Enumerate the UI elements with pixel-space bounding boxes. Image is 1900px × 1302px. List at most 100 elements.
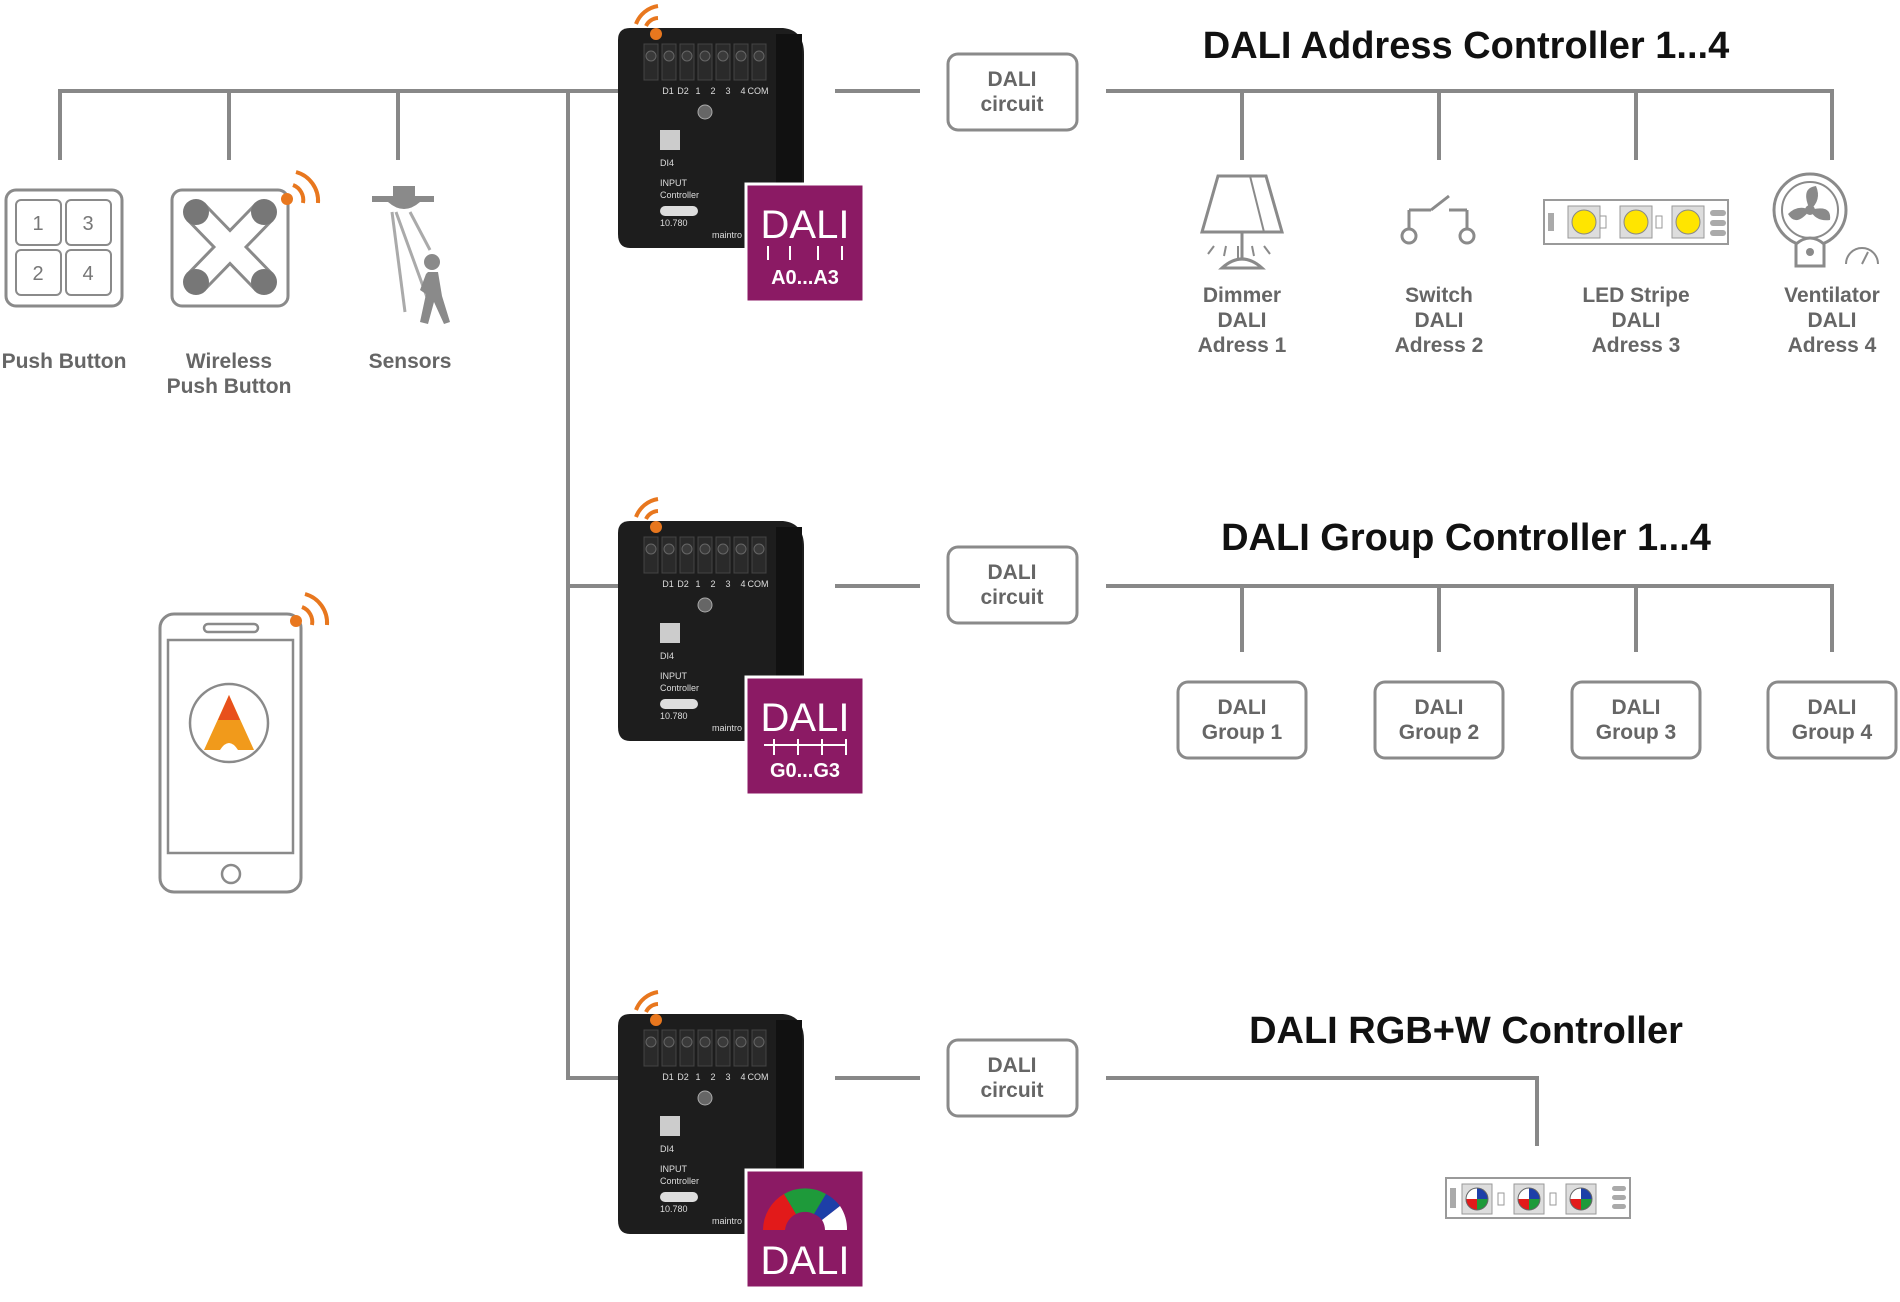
address-output-label-2-line: DALI	[1415, 309, 1464, 332]
port-label: D2	[677, 86, 689, 96]
address-output-label-3-line: DALI	[1612, 309, 1661, 332]
badge-label: DALI	[761, 1239, 850, 1283]
address-output-label-2-line: Adress 2	[1395, 334, 1484, 357]
push-button-icon: 1 3 2 4	[4, 188, 124, 308]
input-label-1: Push Button	[2, 350, 127, 373]
address-output-label-2-line: Switch	[1405, 284, 1473, 307]
group-box-label-line: DALI	[1415, 696, 1464, 719]
dali-badge-address: DALI A0...A3	[744, 182, 866, 304]
module-label: Controller	[660, 683, 699, 693]
smartphone-icon	[158, 592, 330, 894]
port-label: D2	[677, 579, 689, 589]
group-box-label-line: DALI	[1808, 696, 1857, 719]
input-label-2-line: Push Button	[167, 375, 292, 398]
port-label: 1	[695, 1072, 700, 1082]
input-label-1-line: Push Button	[2, 350, 127, 373]
bus-lines	[58, 89, 1834, 1146]
port-label: 3	[725, 1072, 730, 1082]
address-output-label-1-line: Dimmer	[1203, 284, 1281, 307]
key-3: 3	[82, 213, 93, 235]
input-label-3-line: Sensors	[369, 350, 452, 373]
module-label: INPUT	[660, 671, 688, 681]
group-box-label-line: Group 3	[1596, 721, 1677, 744]
switch-icon	[1400, 194, 1476, 245]
port-label: COM	[748, 1072, 769, 1082]
port-label: 4	[740, 86, 745, 96]
port-label: D1	[662, 579, 674, 589]
led-strip-icon	[1543, 199, 1729, 245]
port-label: 3	[725, 579, 730, 589]
badge-label: DALI	[761, 203, 850, 247]
group-box-label-line: DALI	[1218, 696, 1267, 719]
address-output-label-3-line: LED Stripe	[1582, 284, 1689, 307]
group-box-label-line: DALI	[1612, 696, 1661, 719]
module-label: maintro	[712, 230, 742, 240]
port-label: 1	[695, 86, 700, 96]
port-label: COM	[748, 86, 769, 96]
port-label: 4	[740, 1072, 745, 1082]
group-box-label-line: Group 4	[1792, 721, 1873, 744]
port-label: 2	[710, 1072, 715, 1082]
motion-sensor-icon	[372, 186, 450, 324]
badge-sublabel: A0...A3	[771, 267, 839, 289]
group-box-label-line: Group 1	[1202, 721, 1283, 744]
port-label: 2	[710, 579, 715, 589]
module-label: Controller	[660, 1176, 699, 1186]
module-label: INPUT	[660, 1164, 688, 1174]
module-label: DI4	[660, 1144, 674, 1154]
key-1: 1	[32, 213, 43, 235]
module-label: 10.780	[660, 711, 688, 721]
module-label: maintro	[712, 1216, 742, 1226]
key-2: 2	[32, 263, 43, 285]
module-label: Controller	[660, 190, 699, 200]
port-label: 4	[740, 579, 745, 589]
address-output-label-1-line: DALI	[1218, 309, 1267, 332]
address-output-label-4-line: DALI	[1808, 309, 1857, 332]
port-label: 1	[695, 579, 700, 589]
module-label: INPUT	[660, 178, 688, 188]
port-label: 3	[725, 86, 730, 96]
key-4: 4	[82, 263, 93, 285]
dali-badge-rgbw: DALI	[744, 1168, 866, 1290]
rgb-led-strip-icon	[1445, 1177, 1631, 1219]
address-output-label-3-line: Adress 3	[1592, 334, 1681, 357]
module-label: maintro	[712, 723, 742, 733]
badge-label: DALI	[761, 696, 850, 740]
port-label: D1	[662, 86, 674, 96]
wireless-push-button-icon	[170, 170, 321, 308]
port-label: D2	[677, 1072, 689, 1082]
input-label-3: Sensors	[369, 350, 452, 373]
section-title-address: DALI Address Controller 1...4	[1203, 25, 1729, 67]
module-label: DI4	[660, 158, 674, 168]
lamp-icon	[1200, 174, 1284, 270]
section-title-rgbw: DALI RGB+W Controller	[1249, 1010, 1683, 1052]
address-output-label-4-line: Adress 4	[1788, 334, 1877, 357]
module-label: 10.780	[660, 218, 688, 228]
